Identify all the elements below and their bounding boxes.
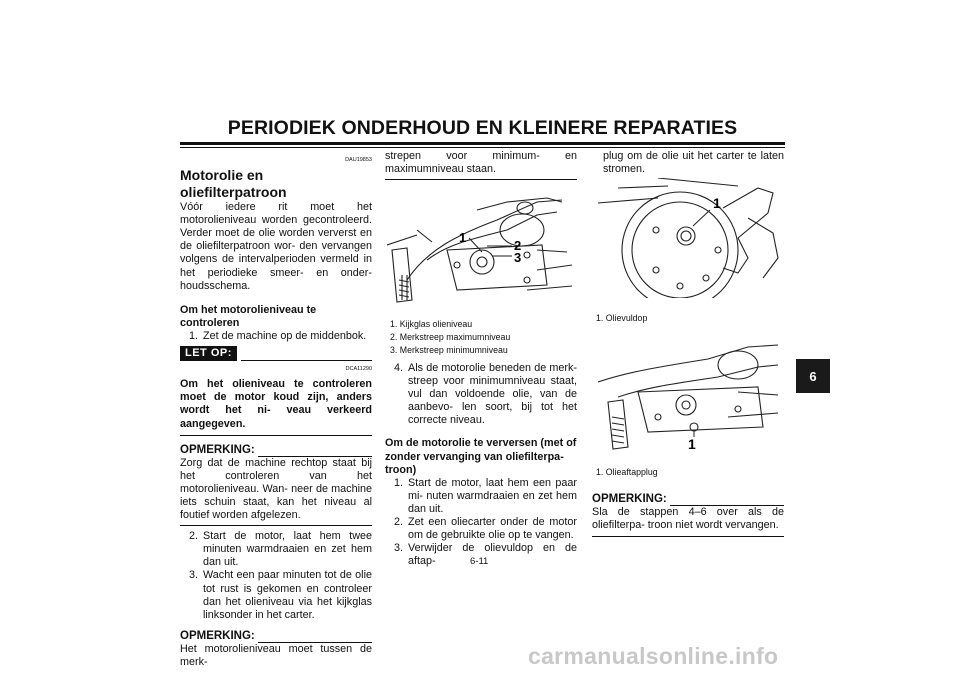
divider bbox=[385, 179, 577, 181]
oil-drain-plug-figure: 1 bbox=[598, 344, 779, 452]
watermark: carmanualsonline.info bbox=[528, 643, 779, 669]
caution-header: LET OP: bbox=[180, 346, 372, 362]
list-item: 1.Start de motor, laat hem een paar mi- … bbox=[393, 476, 577, 515]
callout-1: 1 bbox=[459, 230, 466, 245]
note-header: OPMERKING: bbox=[592, 493, 784, 507]
chapter-tab[interactable]: 6 bbox=[796, 359, 830, 393]
note-text: Sla de stappen 4–6 over als de oliefilte… bbox=[592, 506, 784, 532]
figure-caption: 3. Merkstreep minimumniveau bbox=[390, 345, 508, 355]
callout-2: 2 bbox=[514, 238, 521, 253]
list-item: 3.Wacht een paar minuten tot de olie tot… bbox=[188, 569, 372, 621]
column-3: plug om de olie uit het carter te laten … bbox=[592, 150, 784, 176]
list-item: 3.Verwijder de olievuldop en de aftap- bbox=[393, 542, 577, 568]
oil-level-figure: 1 2 3 bbox=[387, 197, 573, 303]
list-item: 4.Als de motorolie beneden de merk- stre… bbox=[393, 362, 577, 427]
figure-caption: 1. Kijkglas olieniveau bbox=[390, 319, 473, 329]
column-2: strepen voor minimum- en maximumniveau s… bbox=[385, 150, 577, 181]
note-text: Zorg dat de machine rechtop staat bij he… bbox=[180, 456, 372, 522]
figure-caption: 1. Olieaftapplug bbox=[596, 467, 658, 477]
callout-1: 1 bbox=[713, 195, 721, 211]
page-number: 6-11 bbox=[470, 556, 489, 567]
figure-caption-block: 1. Olievuldop bbox=[596, 312, 784, 325]
note-header: OPMERKING: bbox=[180, 630, 372, 643]
figure-caption-block: 1. Olieaftapplug bbox=[596, 466, 784, 479]
divider bbox=[180, 525, 372, 527]
figure-caption: 1. Olievuldop bbox=[596, 313, 648, 323]
subheading: Om de motorolie te verversen (met of zon… bbox=[385, 437, 577, 476]
callout-1: 1 bbox=[688, 436, 696, 452]
divider bbox=[180, 434, 372, 436]
note-text: Het motorolieniveau moet tussen de merk- bbox=[180, 642, 372, 668]
column-3-note: OPMERKING: Sla de stappen 4–6 over als d… bbox=[592, 493, 784, 538]
header-rule-thin bbox=[180, 147, 785, 148]
column-2-lower: 4.Als de motorolie beneden de merk- stre… bbox=[385, 362, 577, 568]
header-rule bbox=[180, 142, 785, 145]
list-item: 2.Zet een oliecarter onder de motor om d… bbox=[393, 516, 577, 542]
list-item: 1.Zet de machine op de middenbok. bbox=[188, 329, 367, 342]
note-header: OPMERKING: bbox=[180, 444, 372, 457]
column-1: DAU19853 Motorolie en oliefilterpatroon … bbox=[180, 154, 372, 669]
step-continuation: plug om de olie uit het carter te laten … bbox=[603, 150, 784, 176]
figure-captions: 1. Kijkglas olieniveau 2. Merkstreep max… bbox=[390, 318, 578, 357]
list-item: 2.Start de motor, laat hem twee minuten … bbox=[188, 530, 372, 569]
figure-caption: 2. Merkstreep maximumniveau bbox=[390, 332, 511, 342]
divider bbox=[592, 536, 784, 538]
intro-paragraph: Vóór iedere rit moet het motorolieniveau… bbox=[180, 201, 372, 292]
reference-code: DAU19853 bbox=[345, 157, 372, 163]
caution-text: Om het olieniveau te controleren moet de… bbox=[180, 378, 372, 430]
subheading: Om het motorolieniveau te controleren bbox=[180, 303, 317, 329]
section-heading: Motorolie en oliefilterpatroon bbox=[180, 167, 287, 201]
page-title: PERIODIEK ONDERHOUD EN KLEINERE REPARATI… bbox=[227, 117, 738, 139]
note-continuation: strepen voor minimum- en maximumniveau s… bbox=[385, 150, 577, 176]
caution-label: LET OP: bbox=[180, 346, 237, 362]
oil-filler-cap-figure: 1 bbox=[598, 178, 779, 298]
reference-code: DCA11290 bbox=[345, 366, 373, 373]
callout-3: 3 bbox=[514, 250, 521, 265]
